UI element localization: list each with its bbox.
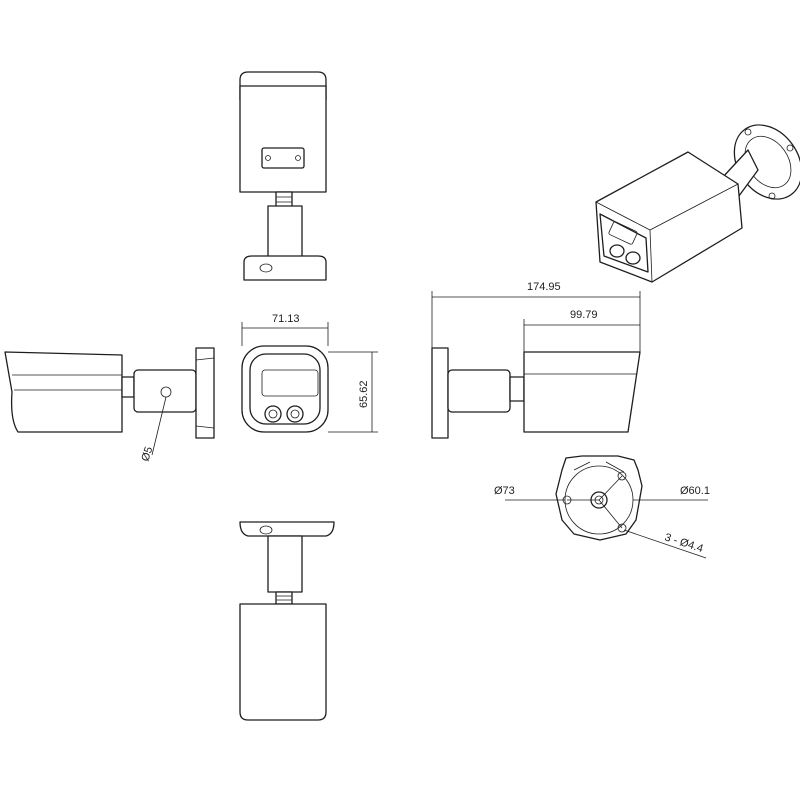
top-view <box>239 71 327 281</box>
dim-front-width: 71.13 <box>272 313 300 325</box>
base-view: Ø73 Ø60.1 3 - Ø4.4 <box>494 455 710 559</box>
dim-base-right: Ø60.1 <box>680 485 710 497</box>
dim-side-hole: Ø5 <box>139 445 155 463</box>
side-view-left: Ø5 <box>4 347 215 463</box>
isometric-view <box>595 124 800 283</box>
dim-front-height: 65.62 <box>358 380 370 408</box>
dim-mount-holes: 3 - Ø4.4 <box>663 531 705 555</box>
dim-base-left: Ø73 <box>494 485 515 497</box>
front-view: 71.13 65.62 <box>241 313 378 433</box>
bottom-view <box>239 521 335 721</box>
dim-body-length: 99.79 <box>570 309 598 321</box>
dim-total-length: 174.95 <box>527 281 561 293</box>
side-view-right: 174.95 99.79 <box>431 281 641 439</box>
